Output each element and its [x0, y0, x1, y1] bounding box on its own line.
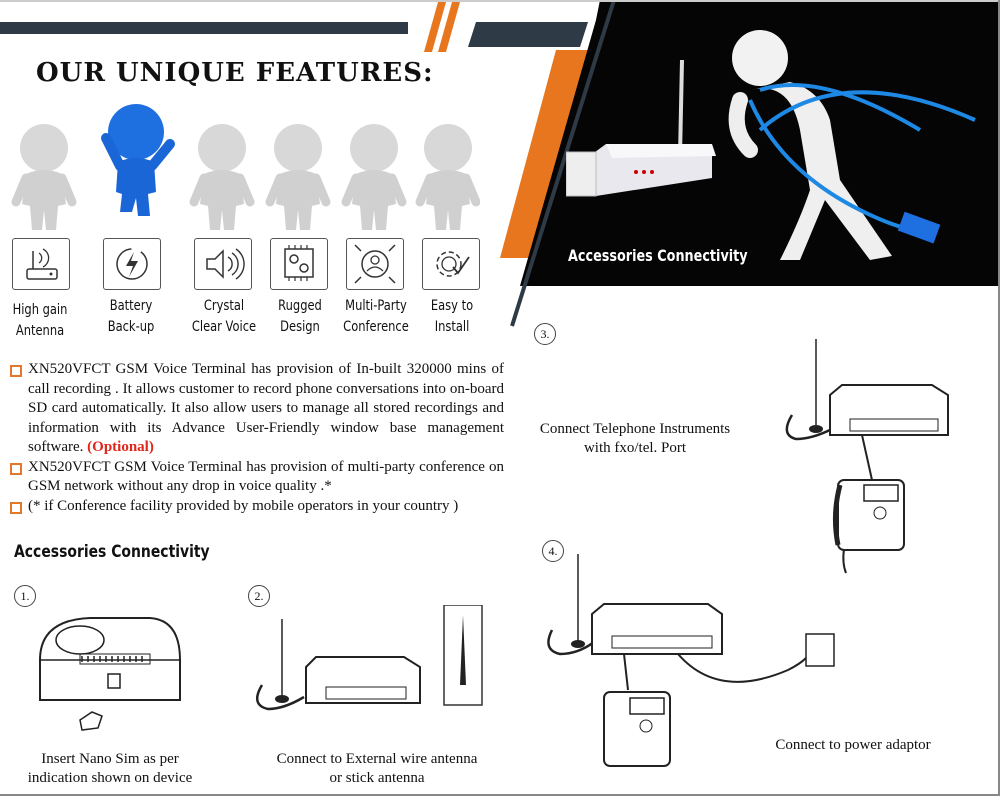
bullet-item: XN520VFCT GSM Voice Terminal has provisi… [10, 360, 504, 458]
device-power-adaptor-icon [547, 554, 835, 767]
optional-badge: (Optional) [87, 439, 154, 455]
step-number: 3. [534, 323, 556, 345]
human-cable-photo-icon [728, 30, 976, 260]
header-photo-panel [0, 0, 1000, 327]
page-title: OUR UNIQUE FEATURES: [36, 58, 434, 88]
step-number: 1. [14, 585, 36, 607]
chip-gear-icon [270, 238, 328, 290]
step-number: 2. [248, 585, 270, 607]
feature-figures [10, 104, 480, 235]
header-bar-left [0, 22, 408, 34]
bullet-item: (* if Conference facility provided by mo… [10, 497, 504, 517]
accessories-title: Accessories Connectivity [14, 542, 210, 562]
router-photo-icon [566, 59, 716, 197]
device-sim-slot-icon [39, 617, 181, 731]
bullet-square-icon [10, 501, 22, 514]
conference-user-icon [346, 238, 404, 290]
feature-bullets: XN520VFCT GSM Voice Terminal has provisi… [10, 360, 504, 516]
photo-caption: Accessories Connectivity [568, 246, 748, 265]
router-antenna-icon [12, 238, 70, 290]
step-4-caption: Connect to power adaptor [775, 737, 931, 753]
bullet-item: XN520VFCT GSM Voice Terminal has provisi… [10, 458, 504, 497]
device-telephone-icon [785, 339, 949, 574]
step-number: 4. [542, 540, 564, 562]
speaker-icon [194, 238, 252, 290]
gear-check-icon [422, 238, 480, 290]
bullet-square-icon [10, 365, 22, 377]
device-antenna-icon [255, 605, 483, 711]
battery-charge-icon [103, 238, 161, 290]
bullet-square-icon [10, 462, 22, 475]
